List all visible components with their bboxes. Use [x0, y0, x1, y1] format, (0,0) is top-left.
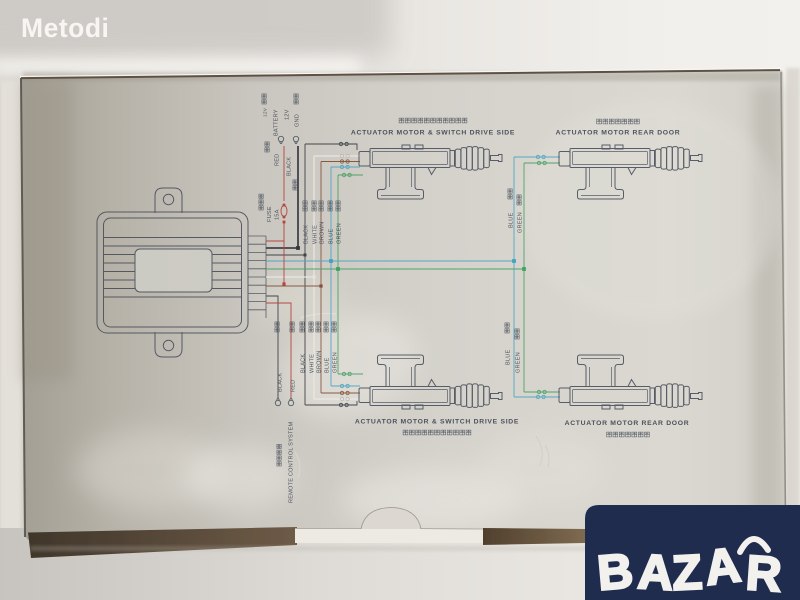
svg-text:BLUE: BLUE — [324, 358, 330, 373]
svg-text:GND: GND — [295, 114, 301, 127]
svg-text:GREEN: GREEN — [336, 223, 342, 244]
svg-text:ACTUATOR MOTOR REAR DOOR: ACTUATOR MOTOR REAR DOOR — [565, 420, 690, 427]
svg-text:FUSE: FUSE — [267, 206, 273, 222]
svg-text:ACTUATOR MOTOR & SWITCH DRIVE: ACTUATOR MOTOR & SWITCH DRIVE SIDE — [351, 130, 515, 137]
svg-text:BATTERY: BATTERY — [274, 109, 280, 136]
svg-text:R: R — [744, 546, 783, 600]
svg-text:B: B — [595, 544, 635, 600]
svg-text:12V: 12V — [262, 107, 268, 117]
svg-text:BLACK: BLACK — [300, 354, 306, 373]
svg-text:Metodi: Metodi — [21, 13, 109, 43]
svg-text:BLUE: BLUE — [328, 229, 334, 244]
svg-text:15A: 15A — [275, 209, 281, 220]
svg-text:ACTUATOR MOTOR & SWITCH DRIVE: ACTUATOR MOTOR & SWITCH DRIVE SIDE — [355, 419, 519, 426]
svg-text:BLUE: BLUE — [505, 350, 511, 365]
svg-text:GREEN: GREEN — [517, 212, 523, 233]
svg-text:BLACK: BLACK — [277, 373, 283, 392]
svg-text:BLUE: BLUE — [508, 213, 514, 228]
svg-text:12V: 12V — [285, 109, 291, 120]
svg-text:BROWN: BROWN — [319, 222, 325, 244]
svg-text:BROWN: BROWN — [316, 351, 322, 373]
svg-text:WHITE: WHITE — [309, 354, 315, 373]
svg-text:ACTUATOR MOTOR REAR DOOR: ACTUATOR MOTOR REAR DOOR — [556, 130, 681, 137]
svg-text:A: A — [702, 538, 744, 596]
svg-text:RED: RED — [290, 380, 296, 392]
svg-text:GREEN: GREEN — [515, 352, 521, 373]
svg-text:Z: Z — [671, 545, 704, 600]
svg-text:BLACK: BLACK — [303, 225, 309, 244]
svg-text:REMOTE CONTROL SYSTEM: REMOTE CONTROL SYSTEM — [288, 421, 294, 503]
svg-text:RED: RED — [275, 154, 281, 166]
svg-text:BLACK: BLACK — [287, 157, 293, 176]
svg-text:A: A — [636, 545, 674, 600]
svg-text:GREEN: GREEN — [332, 352, 338, 373]
svg-text:WHITE: WHITE — [312, 225, 318, 244]
